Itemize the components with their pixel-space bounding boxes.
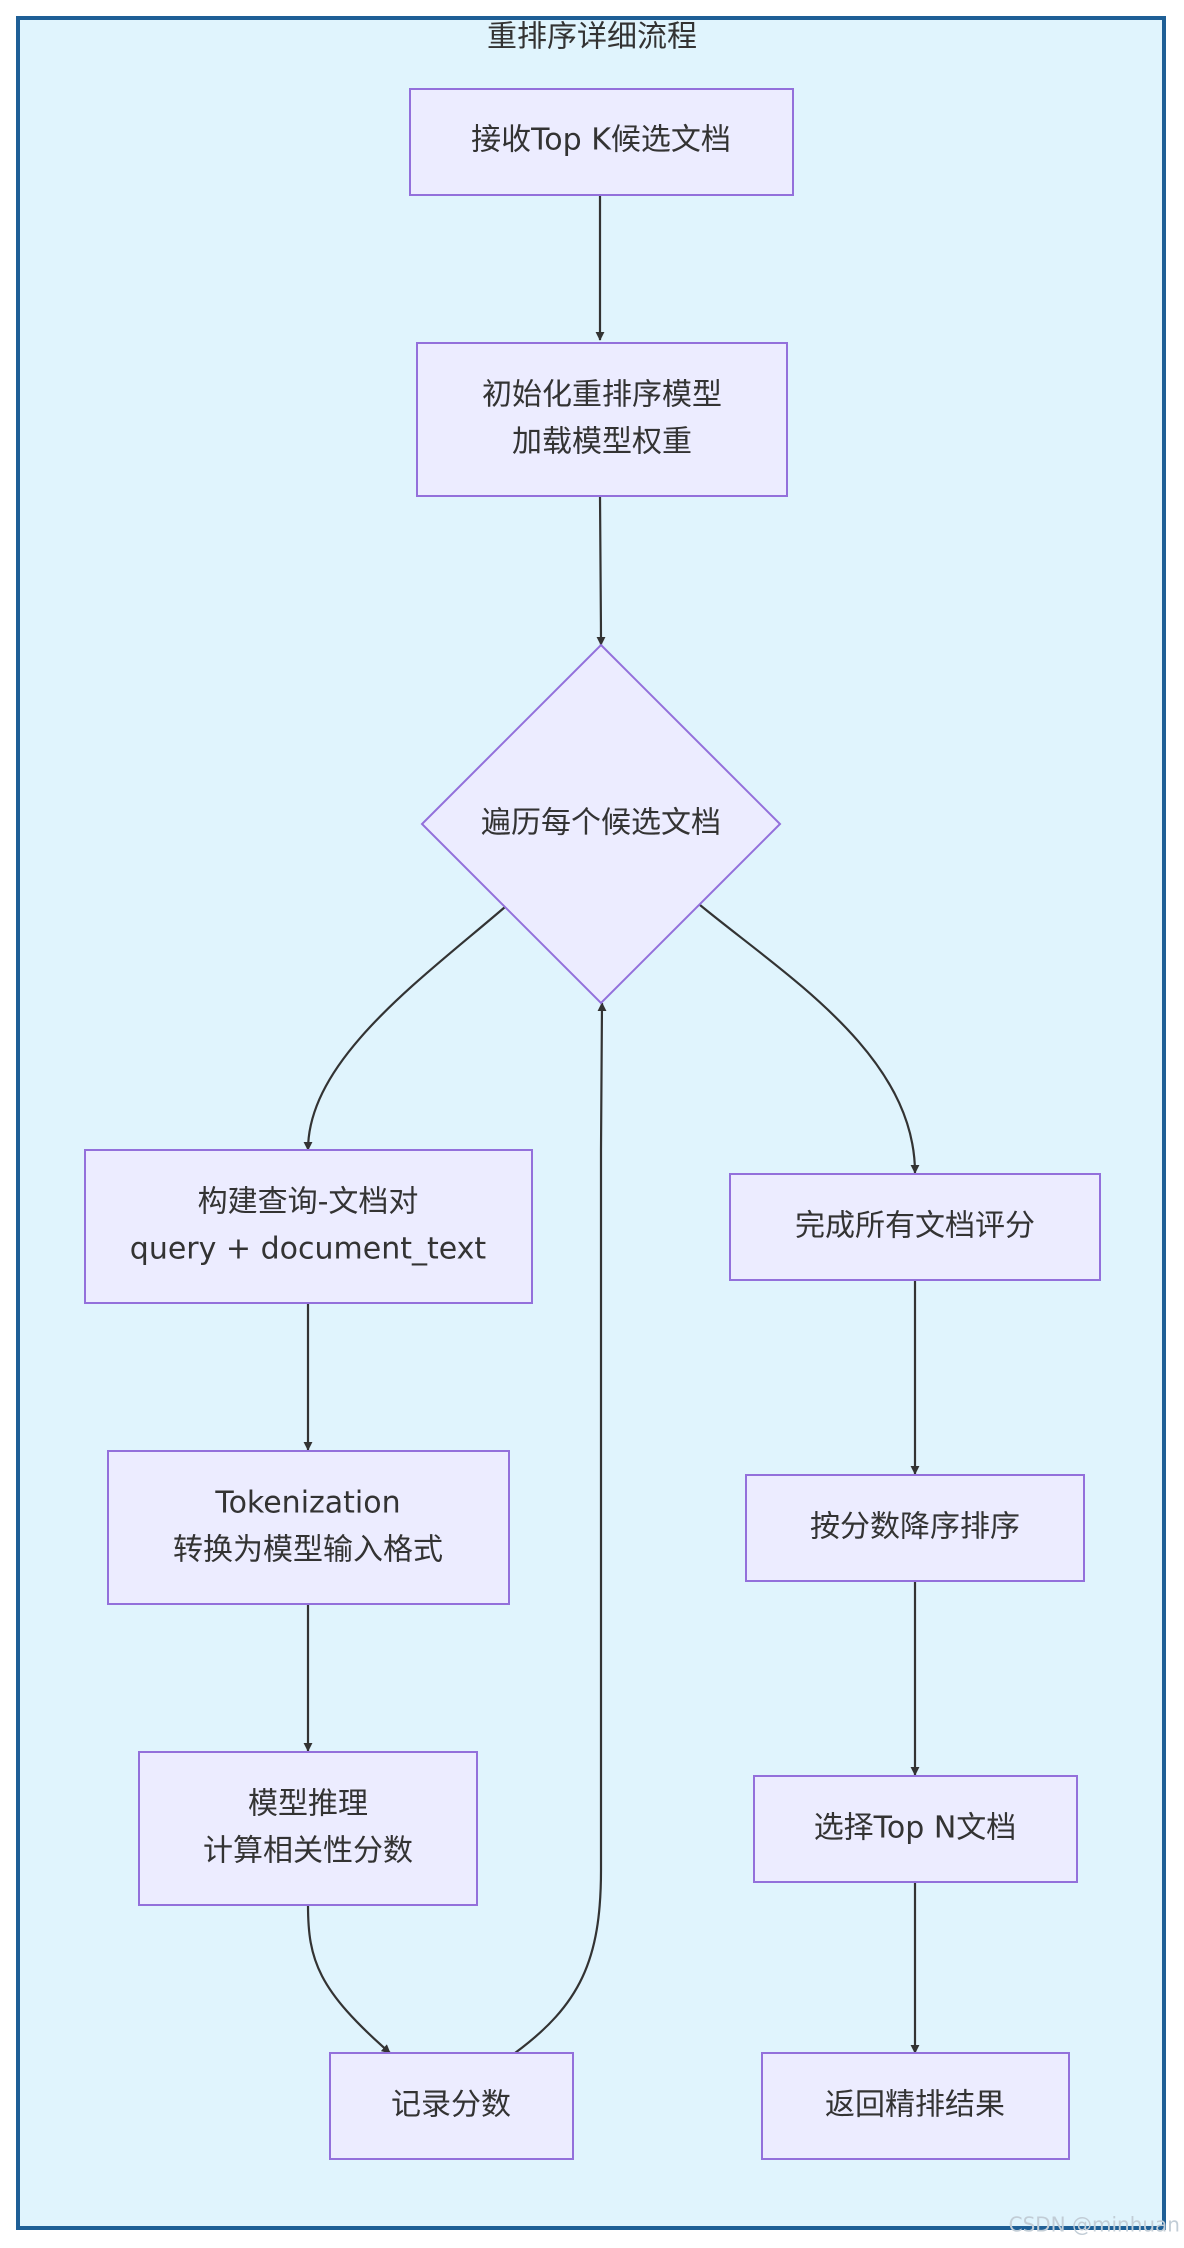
node-label: 返回精排结果 [825, 2088, 1005, 2123]
node-label: 接收Top K候选文档 [471, 123, 731, 158]
node-select-top-n: 选择Top N文档 [753, 1775, 1078, 1883]
node-label-line2: 计算相关性分数 [203, 1834, 413, 1869]
node-return-results: 返回精排结果 [761, 2052, 1070, 2160]
edge-loop-to-done [699, 904, 920, 1174]
node-label: 选择Top N文档 [814, 1811, 1017, 1846]
node-label-line2: query + document_text [130, 1232, 487, 1267]
node-init-rerank-model: 初始化重排序模型 加载模型权重 [416, 342, 788, 497]
node-label-line2: 转换为模型输入格式 [173, 1533, 443, 1568]
edge-loop-to-build [303, 906, 506, 1151]
node-receive-candidates: 接收Top K候选文档 [409, 88, 794, 196]
node-tokenization: Tokenization 转换为模型输入格式 [107, 1450, 510, 1605]
node-label-line1: 构建查询-文档对 [198, 1185, 419, 1220]
node-label-line1: 模型推理 [248, 1787, 368, 1822]
node-finish-scoring: 完成所有文档评分 [729, 1173, 1101, 1281]
node-loop-decision: 遍历每个候选文档 [420, 643, 782, 1005]
watermark: CSDN @minhuan [1009, 2213, 1180, 2237]
node-label-line1: Tokenization [214, 1486, 400, 1521]
node-sort-desc: 按分数降序排序 [745, 1474, 1085, 1582]
edge-infer-to-record [306, 1904, 391, 2054]
node-label: 按分数降序排序 [810, 1510, 1020, 1545]
node-build-query-doc-pair: 构建查询-文档对 query + document_text [84, 1149, 533, 1304]
edge-record-to-loop [514, 1002, 607, 2054]
node-label-line1: 初始化重排序模型 [482, 378, 722, 413]
node-model-inference: 模型推理 计算相关性分数 [138, 1751, 478, 1906]
diagram-title: 重排序详细流程 [487, 20, 697, 55]
node-label: 记录分数 [391, 2088, 511, 2123]
edge-init-to-loop [596, 495, 606, 646]
node-record-score: 记录分数 [329, 2052, 574, 2160]
node-label-line2: 加载模型权重 [512, 425, 692, 460]
node-label: 遍历每个候选文档 [481, 806, 721, 841]
node-label: 完成所有文档评分 [795, 1209, 1035, 1244]
